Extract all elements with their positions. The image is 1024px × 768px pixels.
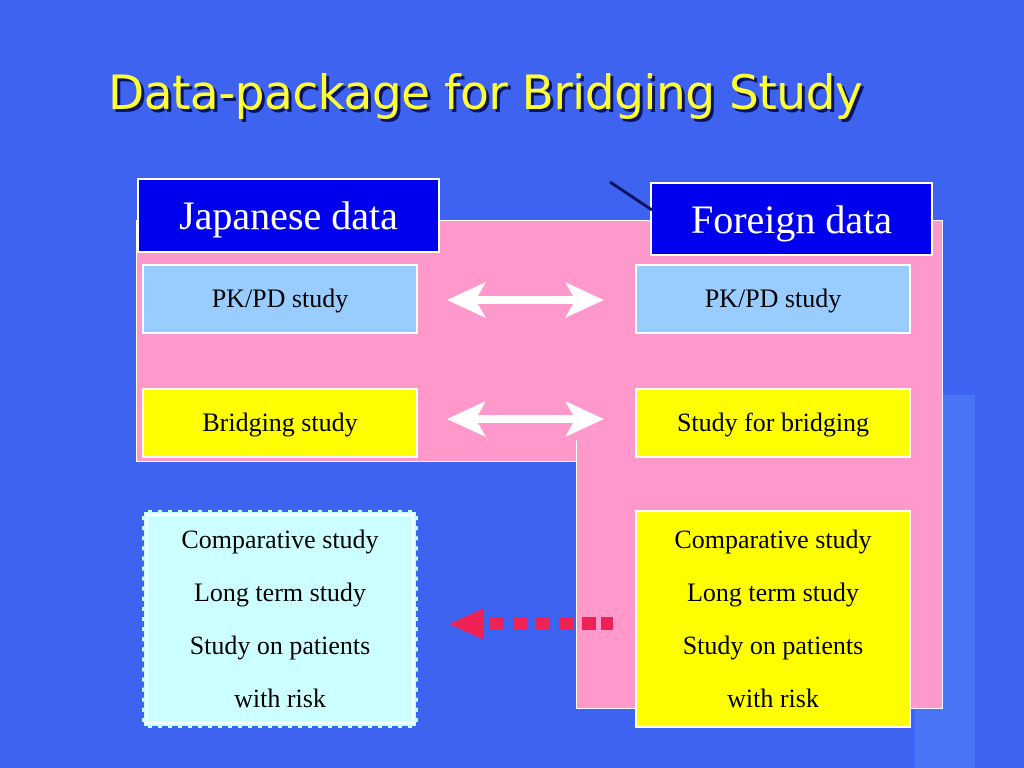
japanese-pkpd-study-box: PK/PD study <box>142 264 418 334</box>
japanese-data-header: Japanese data <box>137 178 440 253</box>
foreign-clinical-studies-box: Comparative study Long term study Study … <box>635 510 911 728</box>
foreign-clinical-item: Long term study <box>687 578 859 607</box>
japanese-clinical-item: Comparative study <box>181 525 379 554</box>
japanese-clinical-item: with risk <box>234 684 326 713</box>
foreign-clinical-item: Study on patients <box>682 631 864 660</box>
page-title: Data-package for Bridging Study <box>108 66 863 121</box>
foreign-study-for-bridging-box: Study for bridging <box>635 388 911 458</box>
foreign-data-header: Foreign data <box>650 182 933 256</box>
foreign-pkpd-study-box: PK/PD study <box>635 264 911 334</box>
foreign-clinical-item: with risk <box>727 684 819 713</box>
japanese-bridging-study-box: Bridging study <box>142 388 418 458</box>
foreign-clinical-item: Comparative study <box>674 525 872 554</box>
japanese-clinical-study-list: Comparative study Long term study Study … <box>181 513 378 725</box>
japanese-extrapolated-studies-box: Comparative study Long term study Study … <box>142 510 418 728</box>
foreign-clinical-study-list: Comparative study Long term study Study … <box>674 513 871 725</box>
japanese-clinical-item: Long term study <box>194 578 366 607</box>
japanese-clinical-item: Study on patients <box>189 631 371 660</box>
